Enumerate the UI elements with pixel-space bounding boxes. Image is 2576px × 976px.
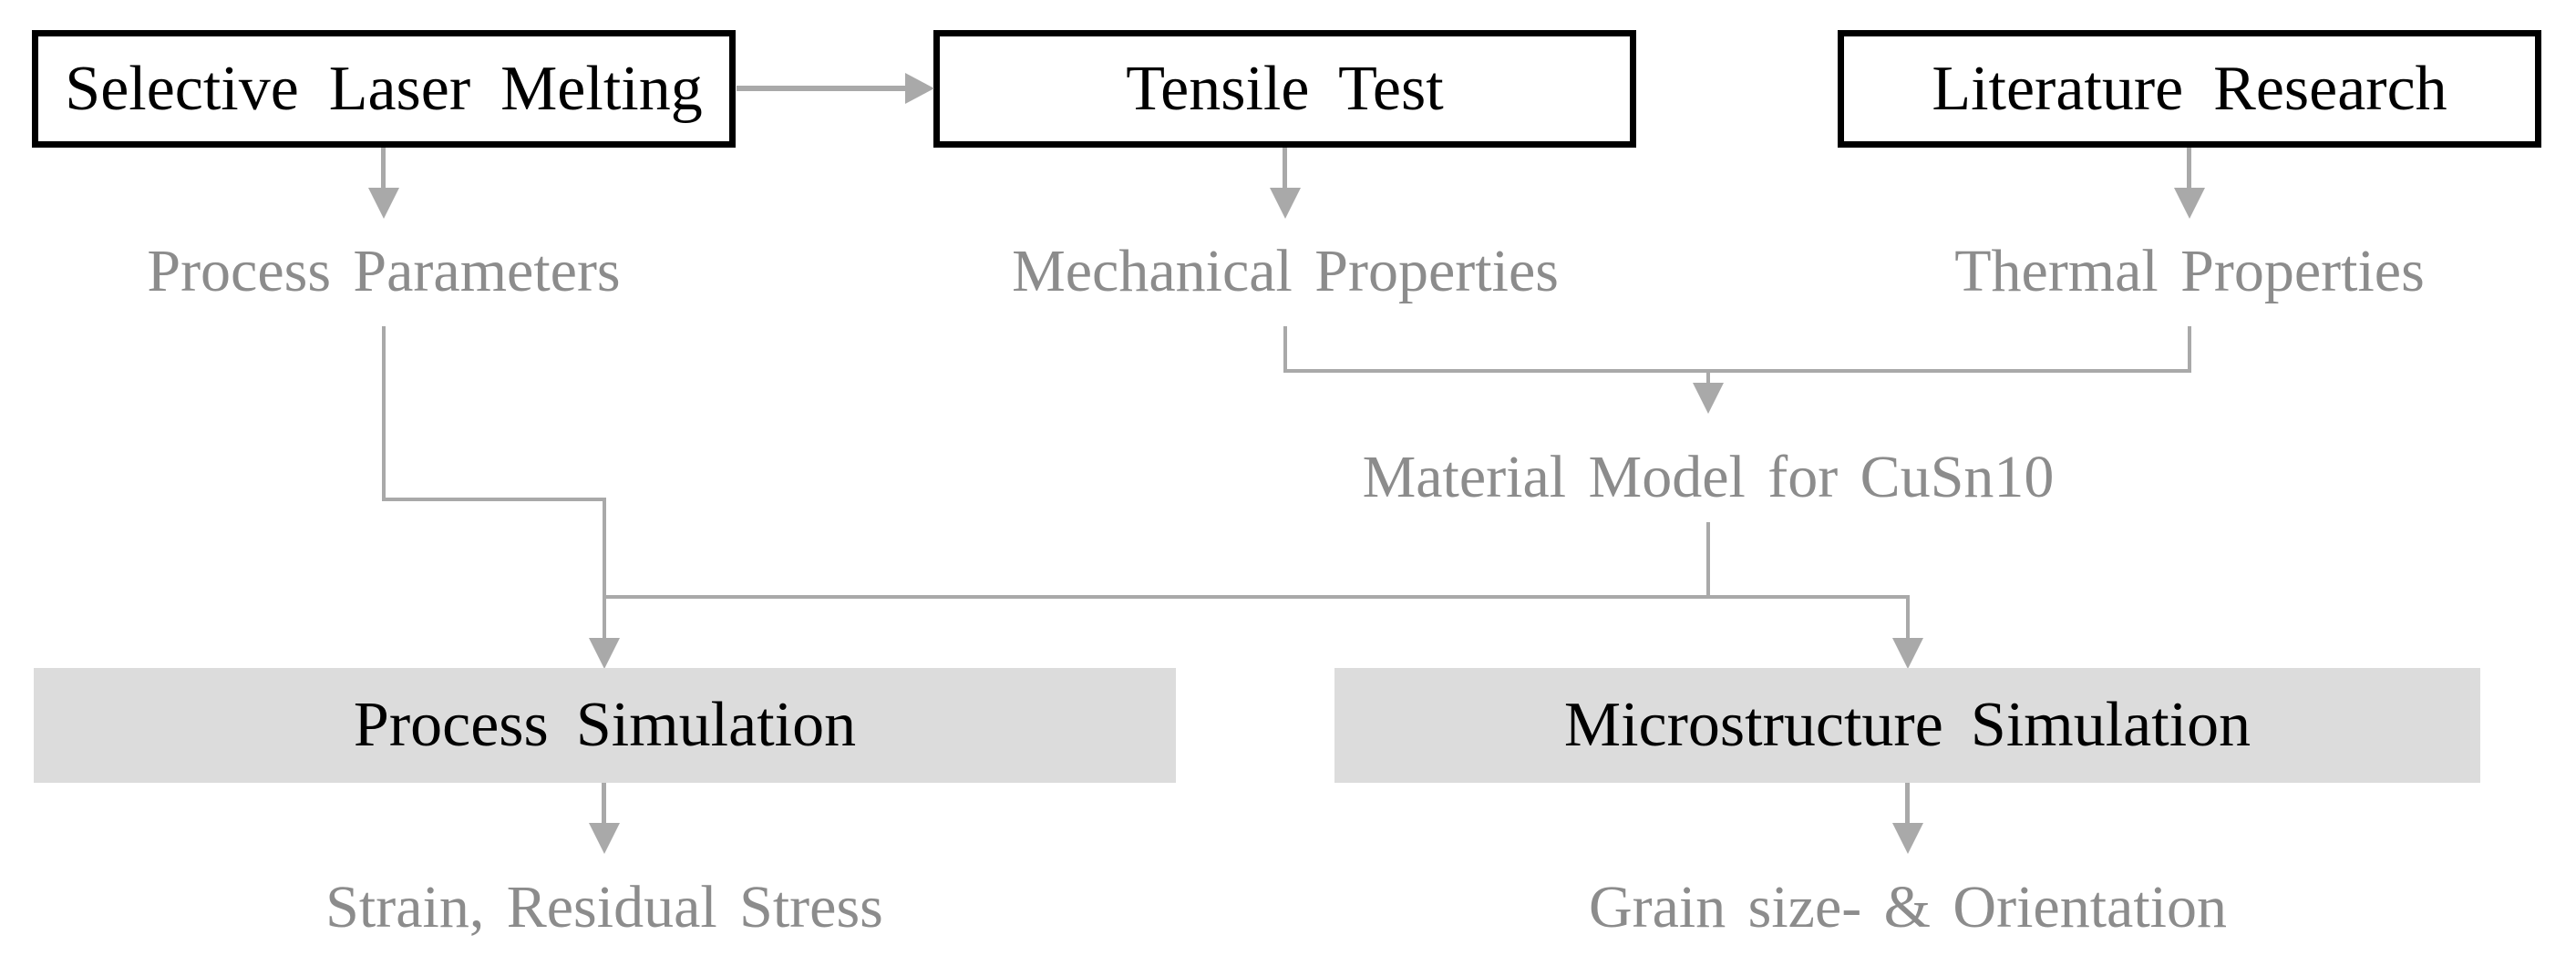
connector-process-params-elbow bbox=[382, 498, 606, 501]
arrowhead-down-icon bbox=[589, 823, 620, 854]
label-mechanical-properties: Mechanical Properties bbox=[1012, 238, 1559, 304]
connector-slm-down bbox=[381, 148, 386, 190]
box-process-simulation: Process Simulation bbox=[34, 668, 1176, 783]
connector-process-sim-down bbox=[602, 783, 606, 825]
connector-process-params-down bbox=[382, 326, 386, 501]
arrowhead-down-icon bbox=[2174, 188, 2205, 219]
connector-material-model-down bbox=[1706, 522, 1710, 599]
connector-microstructure-sim-down bbox=[1905, 783, 1910, 825]
box-tensile-test: Tensile Test bbox=[933, 30, 1636, 148]
box-selective-laser-melting: Selective Laser Melting bbox=[32, 30, 736, 148]
label-thermal-properties: Thermal Properties bbox=[1954, 238, 2425, 304]
label-material-model: Material Model for CuSn10 bbox=[1362, 444, 2055, 510]
arrowhead-down-icon bbox=[1693, 383, 1724, 414]
connector-merge-bar bbox=[1283, 369, 2191, 373]
arrowhead-down-icon bbox=[368, 188, 399, 219]
connector-merge-down bbox=[1706, 373, 1710, 385]
connector-tensile-down bbox=[1283, 148, 1287, 190]
connector-mechanical-stub bbox=[1283, 326, 1287, 371]
arrowhead-down-icon bbox=[1892, 823, 1923, 854]
connector-into-microstructure-sim bbox=[1906, 595, 1910, 642]
label-strain-residual-stress: Strain, Residual Stress bbox=[325, 874, 883, 940]
connector-literature-down bbox=[2187, 148, 2191, 190]
connector-distribution-bar bbox=[603, 595, 1910, 599]
arrowhead-right-icon bbox=[905, 73, 934, 104]
box-microstructure-simulation: Microstructure Simulation bbox=[1334, 668, 2480, 783]
label-process-parameters: Process Parameters bbox=[147, 238, 621, 304]
label-grain-size-orientation: Grain size- & Orientation bbox=[1588, 874, 2228, 940]
arrowhead-down-icon bbox=[1270, 188, 1301, 219]
arrowhead-down-icon bbox=[589, 638, 620, 669]
connector-into-process-sim bbox=[603, 498, 606, 642]
box-literature-research: Literature Research bbox=[1838, 30, 2541, 148]
arrowhead-down-icon bbox=[1892, 638, 1923, 669]
connector-slm-to-tensile bbox=[737, 86, 908, 91]
connector-thermal-stub bbox=[2188, 326, 2191, 371]
